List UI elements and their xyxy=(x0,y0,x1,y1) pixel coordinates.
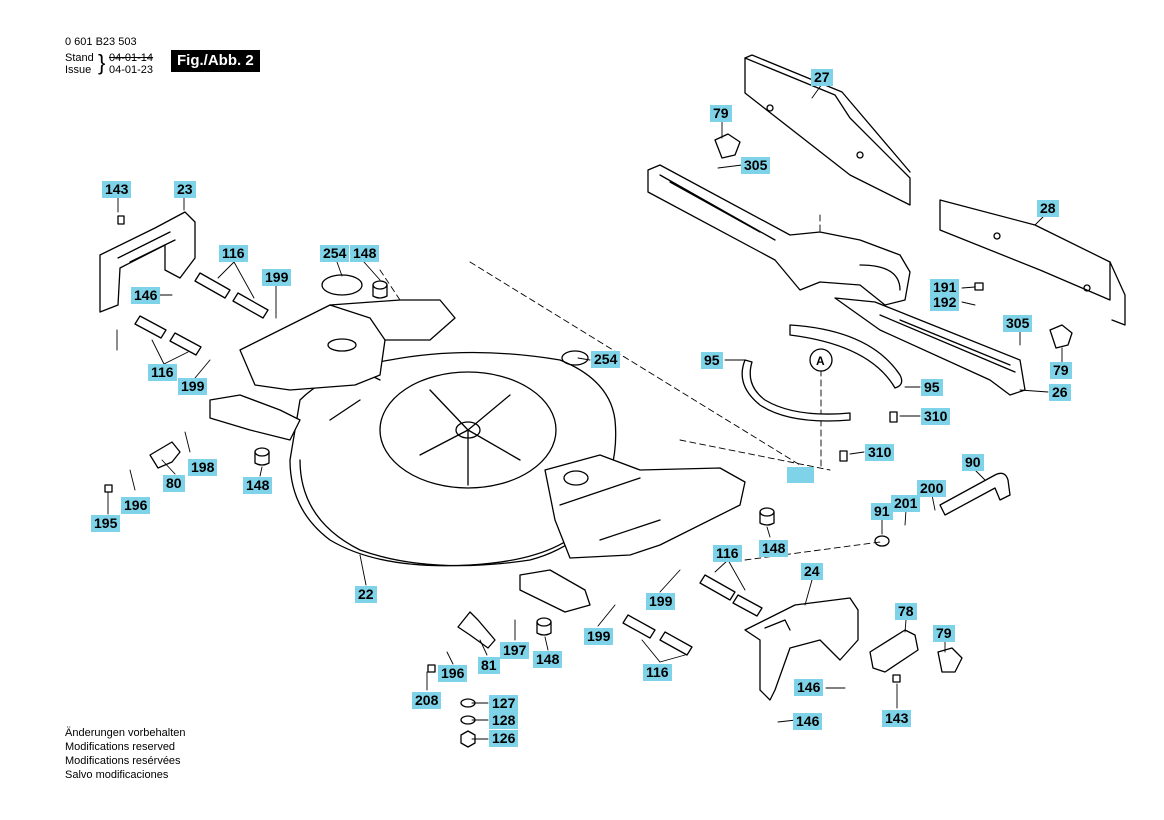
part-label: 254 xyxy=(591,351,621,368)
upper-housing-right xyxy=(519,454,746,613)
part-label: 310 xyxy=(865,444,895,461)
part-label: 148 xyxy=(533,651,563,668)
fence-base-left xyxy=(647,164,911,306)
part-label: 148 xyxy=(243,477,273,494)
part-label: 116 xyxy=(148,364,177,381)
part-label: 95 xyxy=(701,352,723,369)
stand-date: 04-01-14 xyxy=(109,52,154,64)
part-label: 254 xyxy=(320,245,350,262)
part-label: 195 xyxy=(91,515,121,532)
part-label: 199 xyxy=(584,628,614,645)
lever-81 xyxy=(457,611,496,649)
cap-91 xyxy=(874,535,890,547)
note-fr: Modifications resérvées xyxy=(65,755,181,767)
part-label: 24 xyxy=(801,563,823,580)
clamp-78 xyxy=(869,629,919,673)
part-label: 27 xyxy=(811,69,833,86)
screws xyxy=(104,215,984,683)
part-label: 91 xyxy=(871,503,893,520)
part-label: 200 xyxy=(917,480,947,497)
issue-label: Issue xyxy=(65,64,92,76)
part-label: 199 xyxy=(178,378,208,395)
part-label: 198 xyxy=(188,459,218,476)
pins-116 xyxy=(134,272,763,656)
part-label: 148 xyxy=(350,245,380,262)
part-label: 305 xyxy=(741,157,771,174)
fence-plate-27 xyxy=(744,54,911,206)
detail-marker-box xyxy=(787,467,814,483)
fence-plate-28 xyxy=(939,199,1126,326)
part-label: 196 xyxy=(121,497,151,514)
bracket-24 xyxy=(744,597,859,701)
part-label: 81 xyxy=(478,657,500,674)
issue-date: 04-01-23 xyxy=(109,64,154,76)
part-label: 146 xyxy=(793,713,823,730)
part-label: 116 xyxy=(219,245,248,262)
note-en: Modifications reserved xyxy=(65,741,176,753)
knob-79-right xyxy=(1049,324,1073,349)
detail-a-circle xyxy=(809,348,833,372)
part-label: 199 xyxy=(262,269,292,286)
part-label: 191 xyxy=(930,279,960,296)
detail-a-letter: A xyxy=(816,354,825,368)
note-es: Salvo modificaciones xyxy=(65,769,169,781)
part-label: 199 xyxy=(646,593,676,610)
part-label: 196 xyxy=(438,665,468,682)
brace: } xyxy=(98,50,106,75)
part-label: 116 xyxy=(643,664,672,681)
part-label: 80 xyxy=(163,475,185,492)
bushings-148 xyxy=(254,280,775,636)
part-label: 148 xyxy=(759,540,789,557)
knob-79-top xyxy=(714,133,741,159)
part-label: 22 xyxy=(355,586,377,603)
part-label: 95 xyxy=(921,379,943,396)
part-label: 305 xyxy=(1003,315,1033,332)
nut-126 xyxy=(460,730,476,748)
pad-254-left xyxy=(321,274,363,296)
document-number: 0 601 B23 503 xyxy=(65,36,137,48)
part-label: 128 xyxy=(489,712,519,729)
bracket-23 xyxy=(99,211,196,313)
part-label: 126 xyxy=(489,730,519,747)
part-label: 23 xyxy=(174,181,196,198)
rod-90 xyxy=(939,472,1011,516)
part-label: 146 xyxy=(794,679,824,696)
part-label: 146 xyxy=(131,287,161,304)
part-label: 143 xyxy=(882,710,912,727)
leader-lines xyxy=(107,83,1063,740)
part-label: 79 xyxy=(933,625,955,642)
insert-segment-95-right xyxy=(789,324,903,389)
upper-housing-left xyxy=(239,299,456,391)
part-label: 28 xyxy=(1037,200,1059,217)
part-label: 310 xyxy=(921,408,951,425)
part-label: 197 xyxy=(500,642,530,659)
part-label: 90 xyxy=(962,454,984,471)
note-de: Änderungen vorbehalten xyxy=(65,727,186,739)
part-label: 26 xyxy=(1049,384,1071,401)
knob-79-bottom xyxy=(937,647,963,673)
stand-label: Stand xyxy=(65,52,94,64)
lever-80 xyxy=(149,441,181,469)
part-label: 208 xyxy=(412,692,442,709)
pad-254-right xyxy=(561,350,589,366)
part-label: 79 xyxy=(710,105,732,122)
part-label: 201 xyxy=(891,495,921,512)
part-label: 116 xyxy=(713,545,742,562)
part-label: 78 xyxy=(895,603,917,620)
base-22 xyxy=(209,351,617,567)
figure-badge: Fig./Abb. 2 xyxy=(171,50,260,72)
part-label: 127 xyxy=(489,695,519,712)
part-label: 143 xyxy=(102,181,132,198)
insert-segment-95-left xyxy=(741,359,851,422)
part-label: 79 xyxy=(1050,362,1072,379)
part-label: 192 xyxy=(930,294,960,311)
